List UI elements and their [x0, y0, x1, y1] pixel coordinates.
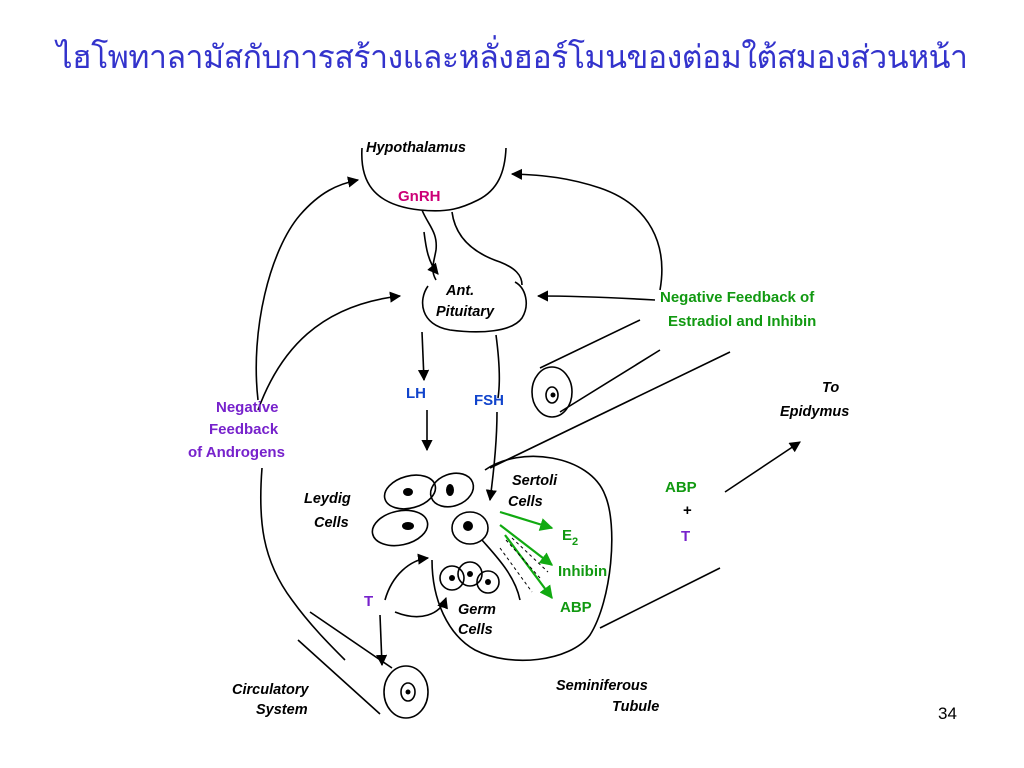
- upper-vessel-lumen: [545, 386, 559, 404]
- hypothalamus-shape: [361, 147, 507, 212]
- germ-nucleus-2: [467, 571, 473, 577]
- leydig-cell-3: [371, 509, 429, 547]
- tubule-extension-upper: [489, 351, 731, 469]
- seminiferous-label: Seminiferous: [556, 678, 648, 694]
- leydig-nucleus-1: [403, 488, 413, 496]
- sertoli-cell-extension: [481, 539, 521, 601]
- androgen-feedback-to-hypothalamus: [255, 176, 360, 401]
- sertoli-cells-label: Cells: [508, 494, 543, 510]
- ant-label: Ant.: [445, 283, 474, 299]
- fsh-label: FSH: [474, 392, 504, 409]
- upper-vessel-tube: [539, 319, 661, 413]
- germ-label: Germ: [458, 602, 496, 618]
- lh-label: LH: [406, 385, 426, 402]
- estradiol-feedback-to-hypothalamus: [510, 168, 663, 291]
- gnrh-to-pituitary-arrow: [423, 231, 439, 275]
- leydig-nucleus-3: [402, 522, 414, 530]
- secretion-hatching: [499, 537, 549, 593]
- to-label: To: [822, 380, 839, 396]
- leydig-cells-label: Cells: [314, 515, 349, 531]
- germ-cell-1: [439, 565, 465, 591]
- slide-title: ไฮโพทาลามัสกับการสร้างและหลั่งฮอร์โมนของ…: [56, 38, 968, 76]
- seminiferous-tubule-outline: [431, 455, 613, 662]
- t-to-tubule-arrow: [384, 553, 430, 601]
- system-label: System: [256, 702, 308, 718]
- t-to-germ-arrow: [394, 596, 448, 618]
- e2-secretion-arrow: [499, 510, 554, 531]
- estradiol-feedback-label-line2: Estradiol and Inhibin: [668, 313, 816, 330]
- tubule-label: Tubule: [612, 699, 659, 715]
- androgen-feedback-lower: [259, 467, 346, 661]
- germ-cells-label: Cells: [458, 622, 493, 638]
- circulatory-vessel-lumen: [400, 682, 416, 702]
- leydig-cell-2: [429, 472, 475, 508]
- to-epidymus-arrow: [724, 441, 801, 493]
- plus-label: +: [683, 502, 692, 519]
- sertoli-label: Sertoli: [512, 473, 558, 489]
- sertoli-cell: [451, 511, 489, 545]
- abp-inside-label: ABP: [560, 599, 592, 616]
- upper-vessel-end: [531, 366, 573, 418]
- epidymus-label: Epidymus: [780, 404, 849, 420]
- gnrh-label: GnRH: [398, 188, 441, 205]
- leydig-cell-1: [383, 474, 437, 510]
- estradiol-feedback-label-line1: Negative Feedback of: [660, 289, 815, 306]
- circulatory-vessel-end: [383, 665, 429, 719]
- pituitary-stalk-right: [451, 211, 523, 286]
- germ-nucleus-1: [449, 575, 455, 581]
- lh-arrow: [417, 331, 430, 382]
- circulatory-vessel-dot: [405, 689, 411, 695]
- circulatory-vessel-tube: [297, 611, 393, 715]
- germ-cell-3: [476, 570, 500, 594]
- estradiol-feedback-to-pituitary: [536, 290, 656, 302]
- page-number: 34: [938, 704, 957, 723]
- tubule-extension-lower: [599, 567, 721, 629]
- androgen-feedback-label-line1: Negative: [216, 399, 279, 416]
- androgen-feedback-label-line2: Feedback: [209, 421, 279, 438]
- pituitary-label: Pituitary: [436, 304, 495, 320]
- t-to-circulation-arrow: [376, 614, 388, 667]
- t-right-label: T: [681, 528, 690, 545]
- e2-label: E2: [562, 527, 578, 548]
- abp-secretion-arrow: [504, 534, 553, 600]
- circulatory-label: Circulatory: [232, 682, 309, 698]
- germ-nucleus-3: [485, 579, 491, 585]
- fsh-arrow-lower: [485, 411, 498, 502]
- androgen-feedback-label-line3: of Androgens: [188, 444, 285, 461]
- anterior-pituitary-shape: [421, 281, 527, 333]
- upper-vessel-dot: [550, 392, 556, 398]
- leydig-nucleus-2: [446, 484, 454, 496]
- androgen-feedback-to-pituitary: [257, 291, 402, 411]
- germ-cell-2: [457, 561, 483, 587]
- leydig-label: Leydig: [304, 491, 351, 507]
- inhibin-secretion-arrow: [499, 524, 554, 566]
- inhibin-label: Inhibin: [558, 563, 607, 580]
- fsh-arrow: [495, 334, 501, 399]
- abp-right-label: ABP: [665, 479, 697, 496]
- hypothalamus-label: Hypothalamus: [366, 140, 466, 156]
- sertoli-nucleus: [463, 521, 473, 531]
- t-left-label: T: [364, 593, 373, 610]
